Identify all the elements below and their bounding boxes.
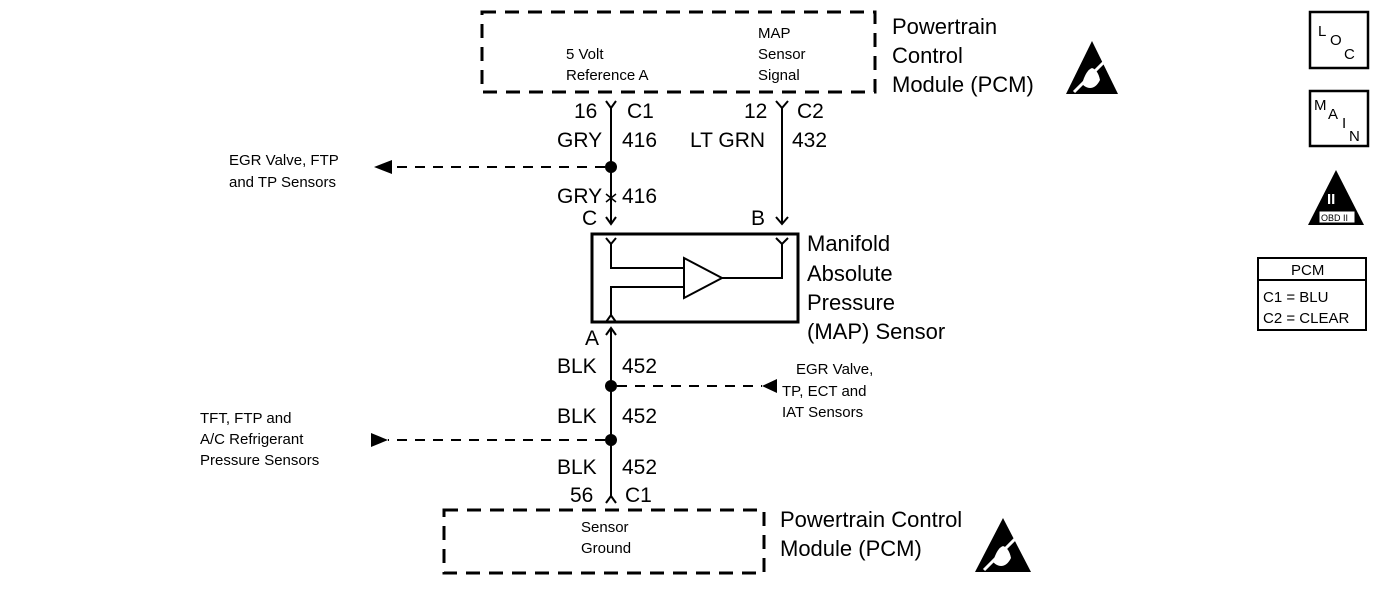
pcm-map-signal-label-1: MAP [758,25,791,42]
ref-wire-circuit-upper: 416 [622,129,657,152]
ref-wire [374,100,617,226]
ref-branch-label-1: EGR Valve, FTP [229,152,339,169]
ground-connector: C1 [625,484,652,507]
signal-wire-color: LT GRN [690,129,765,152]
svg-text:OBD II: OBD II [1321,213,1348,223]
ref-wire-circuit-lower: 416 [622,185,657,208]
ground-pin-number: 56 [570,484,593,507]
ground-branch-left-2: A/C Refrigerant [200,431,304,448]
signal-wire-circuit: 432 [792,129,827,152]
pcm-5v-ref-label-2: Reference A [566,67,649,84]
sensor-pin-c: C [582,207,597,230]
ground-branch-right-2: TP, ECT and [782,383,867,400]
pcm-top-box [480,10,877,94]
svg-text:II: II [1327,191,1335,208]
pcm-sensor-ground-label-2: Ground [581,540,631,557]
svg-text:A: A [1328,106,1338,123]
pcm-legend-c2: C2 = CLEAR [1263,310,1349,327]
ground-seg3-circuit: 452 [622,456,657,479]
map-sensor-title-3: Pressure [807,290,895,315]
signal-wire [775,100,789,226]
pcm-legend-c1: C1 = BLU [1263,289,1328,306]
ref-pin-number: 16 [574,100,597,123]
ground-branch-right-1: EGR Valve, [796,361,873,378]
ref-wire-color-upper: GRY [557,129,602,152]
pcm-map-signal-label-3: Signal [758,67,800,84]
ground-wire [371,326,777,504]
ground-branch-right-3: IAT Sensors [782,404,863,421]
esd-warning-icon [1066,41,1118,94]
signal-connector: C2 [797,100,824,123]
pcm-bottom-title-2: Module (PCM) [780,536,922,561]
svg-text:M: M [1314,97,1327,114]
svg-text:L: L [1318,23,1326,40]
main-icon: M A I N [1308,89,1370,148]
ground-seg3-color: BLK [557,456,597,479]
signal-pin-number: 12 [744,100,767,123]
map-sensor-title-4: (MAP) Sensor [807,319,945,344]
pcm-bottom-box [442,508,766,575]
svg-text:C: C [1344,46,1355,63]
pcm-map-signal-label-2: Sensor [758,46,806,63]
svg-text:N: N [1349,128,1360,145]
ref-connector: C1 [627,100,654,123]
pcm-top-title-2: Control [892,43,963,68]
map-sensor-box [590,232,800,324]
ground-seg2-circuit: 452 [622,405,657,428]
svg-text:O: O [1330,32,1342,49]
sensor-pin-a: A [585,327,599,350]
obd-ii-icon: II OBD II [1308,170,1364,225]
ground-branch-left-3: Pressure Sensors [200,452,319,469]
pcm-5v-ref-label-1: 5 Volt [566,46,604,63]
ref-wire-color-lower: GRY [557,185,602,208]
svg-text:I: I [1342,115,1346,132]
esd-warning-icon [975,518,1031,572]
map-sensor-title-1: Manifold [807,231,890,256]
pcm-top-title-1: Powertrain [892,14,997,39]
ground-seg1-circuit: 452 [622,355,657,378]
pcm-connector-legend: PCM C1 = BLU C2 = CLEAR [1257,257,1367,331]
pcm-sensor-ground-label-1: Sensor [581,519,629,536]
ref-branch-label-2: and TP Sensors [229,174,336,191]
ground-seg2-color: BLK [557,405,597,428]
pcm-legend-header: PCM [1291,262,1324,279]
map-sensor-title-2: Absolute [807,261,893,286]
pcm-bottom-title-1: Powertrain Control [780,507,962,532]
loc-icon: L O C [1308,10,1370,70]
sensor-pin-b: B [751,207,765,230]
ground-seg1-color: BLK [557,355,597,378]
pcm-top-title-3: Module (PCM) [892,72,1034,97]
ground-branch-left-1: TFT, FTP and [200,410,291,427]
